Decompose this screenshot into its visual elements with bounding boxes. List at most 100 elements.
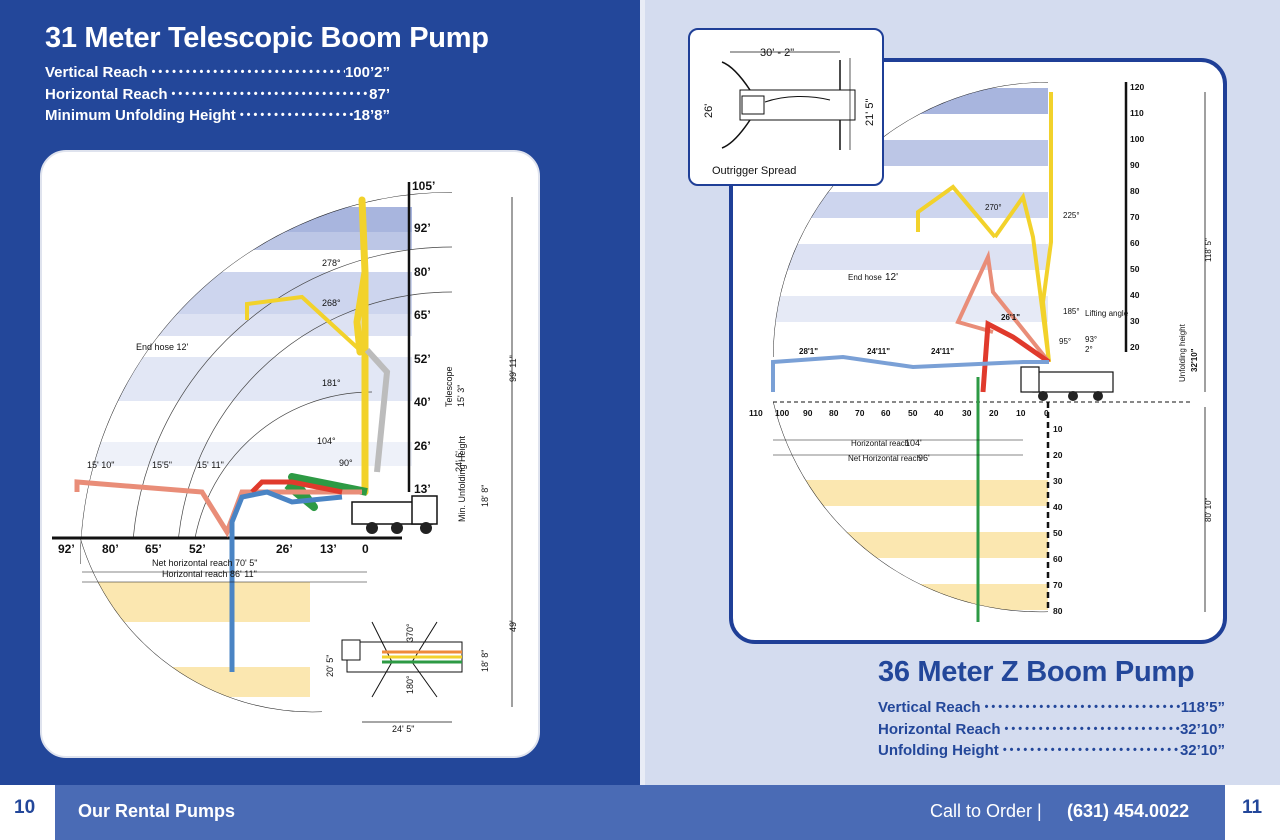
section-title: Our Rental Pumps (78, 801, 236, 821)
phone-number[interactable]: (631) 454.0022 (1067, 801, 1190, 821)
svg-text:50: 50 (1053, 528, 1063, 538)
end-hose-label: End hose 12' (136, 342, 189, 352)
unfold-value: 18' 8" (480, 485, 490, 507)
svg-text:110: 110 (749, 408, 763, 418)
segment-label: 15'5" (152, 460, 172, 470)
height-tick: 26’ (414, 439, 431, 453)
height-tick: 105’ (412, 179, 435, 193)
svg-text:270°: 270° (985, 203, 1002, 212)
left-page-title: 31 Meter Telescopic Boom Pump (45, 22, 489, 54)
svg-text:50: 50 (908, 408, 918, 418)
svg-text:End hose: End hose (848, 273, 882, 282)
svg-text:10: 10 (1053, 424, 1063, 434)
pump-truck-right (1020, 366, 1114, 401)
svg-text:Lifting angle: Lifting angle (1085, 309, 1129, 318)
spec-unfolding-height: Minimum Unfolding Height••••••••••••••••… (45, 107, 390, 124)
svg-text:24' 5": 24' 5" (392, 724, 414, 734)
svg-text:90: 90 (1130, 160, 1140, 170)
height-value: 24' 6' (454, 451, 464, 472)
svg-text:180°: 180° (405, 675, 415, 694)
svg-text:90: 90 (803, 408, 813, 418)
telescope-value: 15' 3" (456, 385, 466, 407)
svg-text:50: 50 (1130, 264, 1140, 274)
right-specs: Vertical Reach••••••••••••••••••••••••••… (878, 697, 1225, 762)
net-reach-label: Net horizontal reach 70' 5" (152, 558, 257, 568)
angle-label: 104° (317, 436, 336, 446)
page-gutter (640, 0, 645, 785)
yellow-boom (353, 196, 369, 496)
svg-text:12': 12' (885, 272, 898, 283)
unfold-label: Min. Unfolding Height (457, 435, 467, 522)
ground-tick: 80’ (102, 542, 119, 556)
svg-text:120: 120 (1130, 82, 1144, 92)
svg-text:70: 70 (1053, 580, 1063, 590)
svg-text:Net Horizontal reach: Net Horizontal reach (848, 454, 921, 463)
svg-text:118' 5": 118' 5" (1204, 238, 1213, 262)
svg-text:60: 60 (1130, 238, 1140, 248)
horizontal-reach-label: Horizontal reach 86' 11" (162, 569, 257, 579)
svg-text:20: 20 (989, 408, 999, 418)
red-boom-right (980, 320, 1051, 393)
svg-text:30: 30 (1130, 316, 1140, 326)
height-tick: 13’ (414, 482, 431, 496)
ground-tick: 92’ (58, 542, 75, 556)
svg-text:80: 80 (1053, 606, 1063, 616)
svg-text:40: 40 (934, 408, 944, 418)
z-boom-svg: 120 110 100 90 80 70 60 50 40 30 20 10 2… (749, 82, 1213, 622)
svg-text:110: 110 (1130, 108, 1144, 118)
call-to-order-label: Call to Order | (930, 801, 1042, 821)
svg-text:96': 96' (918, 453, 930, 463)
telescopic-boom-svg: 105’ 92’ 80’ 65’ 52’ 40’ 26’ 13’ 92’ 80’… (52, 179, 518, 734)
z-boom-diagram: 120 110 100 90 80 70 60 50 40 30 20 10 2… (729, 58, 1227, 644)
svg-text:95°: 95° (1059, 337, 1071, 346)
svg-text:100: 100 (1130, 134, 1144, 144)
svg-text:30: 30 (962, 408, 972, 418)
svg-text:70: 70 (855, 408, 865, 418)
spec-vertical-reach: Vertical Reach••••••••••••••••••••••••••… (45, 64, 390, 81)
svg-text:80: 80 (829, 408, 839, 418)
svg-text:Unfolding height: Unfolding height (1178, 323, 1187, 382)
svg-text:40: 40 (1130, 290, 1140, 300)
svg-text:225°: 225° (1063, 211, 1080, 220)
pump-truck (351, 495, 438, 534)
svg-text:93°: 93° (1085, 335, 1097, 344)
svg-text:80: 80 (1130, 186, 1140, 196)
ground-tick: 13’ (320, 542, 337, 556)
height-tick: 52’ (414, 352, 431, 366)
telescope-label: Telescope (444, 366, 454, 407)
right-page-title: 36 Meter Z Boom Pump (878, 656, 1195, 688)
spec-unfolding-height: Unfolding Height••••••••••••••••••••••••… (878, 742, 1225, 759)
angle-label: 278° (322, 258, 341, 268)
ground-axis: 92’ 80’ 65’ 52’ 26’ 13’ 0 (58, 542, 369, 556)
svg-text:24'11": 24'11" (931, 347, 954, 356)
svg-text:104': 104' (905, 438, 922, 448)
svg-text:Horizontal reach: Horizontal reach (851, 439, 909, 448)
spec-horizontal-reach: Horizontal Reach••••••••••••••••••••••••… (878, 720, 1225, 738)
svg-text:0: 0 (1044, 408, 1049, 418)
svg-text:24'11": 24'11" (867, 347, 890, 356)
telescopic-boom-diagram: 105’ 92’ 80’ 65’ 52’ 40’ 26’ 13’ 92’ 80’… (40, 150, 540, 758)
svg-text:2°: 2° (1085, 345, 1093, 354)
svg-text:100: 100 (775, 408, 789, 418)
svg-text:60: 60 (1053, 554, 1063, 564)
svg-text:370°: 370° (405, 623, 415, 642)
height-tick: 40’ (414, 395, 431, 409)
svg-text:40: 40 (1053, 502, 1063, 512)
salmon-boom-right (955, 250, 1051, 364)
svg-text:60: 60 (881, 408, 891, 418)
red-boom (250, 479, 343, 495)
depth-label: 49' (508, 620, 518, 632)
svg-text:20: 20 (1053, 450, 1063, 460)
height-axis-right: 120 110 100 90 80 70 60 50 40 30 20 (1130, 82, 1144, 352)
outrigger-left: 26' (703, 104, 715, 118)
grey-boom (364, 347, 391, 473)
ground-tick: 65’ (145, 542, 162, 556)
footer-bar (55, 785, 1225, 840)
ground-axis-right: 110 100 90 80 70 60 50 40 30 20 10 0 (749, 408, 1049, 418)
outrigger-width: 30' - 2" (760, 47, 794, 59)
svg-text:30: 30 (1053, 476, 1063, 486)
svg-text:10: 10 (1016, 408, 1026, 418)
blue-boom (229, 489, 343, 672)
outrigger-inset-left: 20' 5" 370° 18' 8" 180° 24' 5" (325, 621, 490, 734)
svg-text:20' 5": 20' 5" (325, 655, 335, 677)
